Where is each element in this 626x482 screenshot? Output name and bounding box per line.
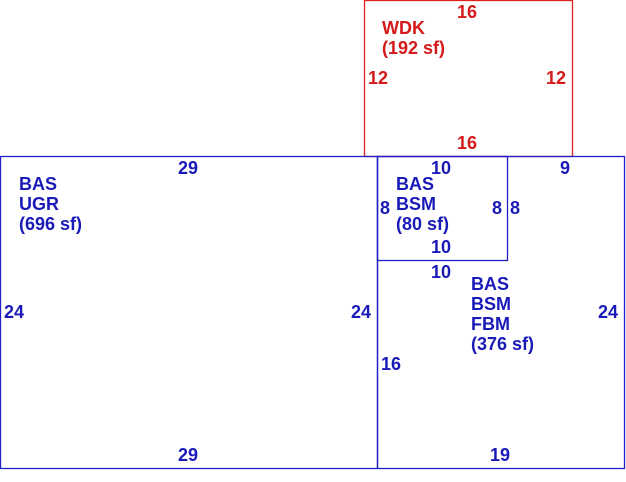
ugr-area-type: UGR (19, 194, 59, 214)
ugr-dim-bottom: 29 (178, 445, 198, 465)
ugr-dim-right: 24 (351, 302, 371, 322)
wdk-dim-right: 12 (546, 68, 566, 88)
fbm-area-code: BAS (471, 274, 509, 294)
fbm-area-size: (376 sf) (471, 334, 534, 354)
ugr-dim-top: 29 (178, 158, 198, 178)
fbm-area-subtype: FBM (471, 314, 510, 334)
ugr-area-code: BAS (19, 174, 57, 194)
bsm-dim-right: 8 (492, 198, 502, 218)
fbm-dim-left: 16 (381, 354, 401, 374)
fbm-dim-top-right: 9 (560, 158, 570, 178)
bsm-outline (376, 155, 509, 262)
fbm-dim-top-inner: 10 (431, 262, 451, 282)
fbm-dim-bottom: 19 (490, 445, 510, 465)
wdk-dim-bottom: 16 (457, 133, 477, 153)
ugr-area-size: (696 sf) (19, 214, 82, 234)
ugr-dim-left: 24 (4, 302, 24, 322)
bsm-area-code: BAS (396, 174, 434, 194)
bsm-dim-top: 10 (431, 158, 451, 178)
wdk-area-size: (192 sf) (382, 38, 445, 58)
bsm-dim-bottom: 10 (431, 237, 451, 257)
fbm-dim-right-of-bsm: 8 (510, 198, 520, 218)
bsm-area-type: BSM (396, 194, 436, 214)
wdk-area-code: WDK (382, 18, 425, 38)
wdk-dim-left: 12 (368, 68, 388, 88)
fbm-area-type: BSM (471, 294, 511, 314)
wdk-dim-top: 16 (457, 2, 477, 22)
fbm-dim-right: 24 (598, 302, 618, 322)
bsm-area-size: (80 sf) (396, 214, 449, 234)
bsm-dim-left: 8 (380, 198, 390, 218)
